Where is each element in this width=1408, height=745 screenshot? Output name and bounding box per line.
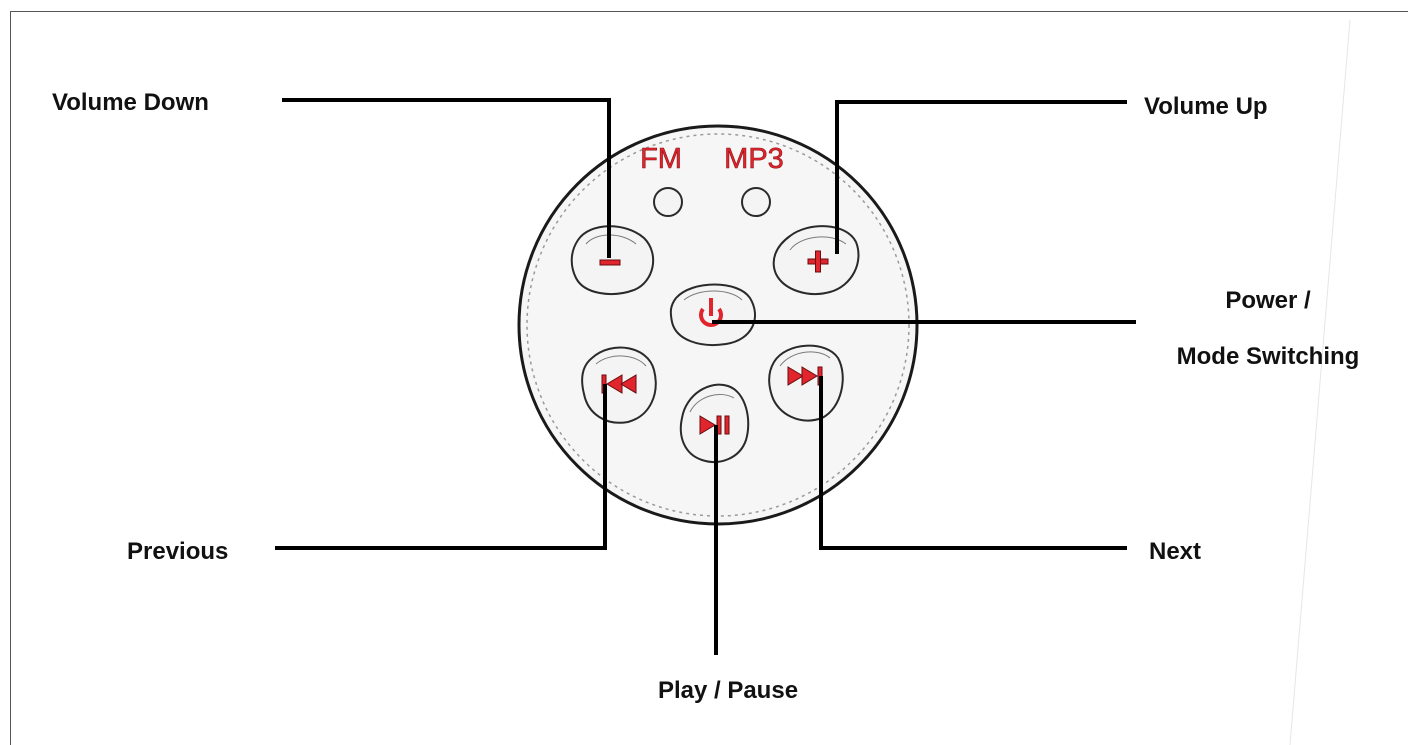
previous-leader-line [275,384,607,550]
fold-line [1289,19,1351,745]
mp3-indicator-led [741,187,771,217]
volume-down-label: Volume Down [52,89,209,116]
fm-indicator-led [653,187,683,217]
volume-up-label: Volume Up [1144,93,1268,120]
volume-up-leader-line [835,100,1127,254]
plus-icon [807,250,829,273]
image-frame [10,11,1408,745]
previous-label: Previous [127,538,228,565]
control-panel: FM MP3 [517,124,919,526]
volume-down-button[interactable] [570,225,654,295]
minus-icon [599,259,621,266]
previous-button[interactable] [581,346,657,424]
power-mode-button[interactable] [669,283,756,346]
play-pause-label: Play / Pause [658,677,798,704]
power-label-line2: Mode Switching [1177,343,1360,370]
power-icon [699,298,723,327]
power-label-line1: Power / [1225,287,1311,314]
play-pause-button[interactable] [679,383,750,463]
fm-label: FM [640,143,682,175]
next-button[interactable] [768,344,844,422]
mp3-label: MP3 [724,143,784,175]
volume-down-leader-line [282,98,611,258]
next-label: Next [1149,538,1201,565]
panel-inner-ring [526,133,910,517]
next-leader-line [819,376,1127,550]
